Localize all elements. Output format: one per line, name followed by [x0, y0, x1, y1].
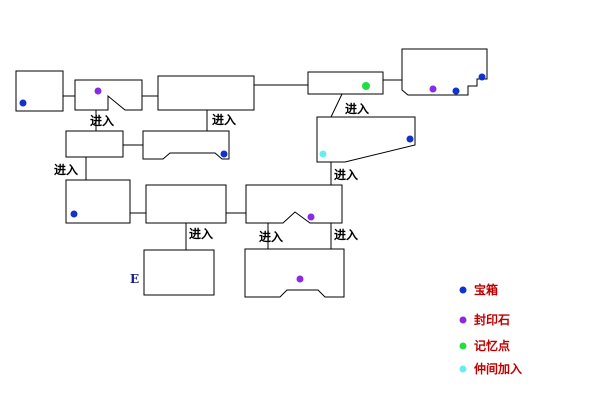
legend-label: 封印石 [474, 312, 510, 327]
enter-label: 进入 [212, 112, 236, 127]
exit-label: E [130, 272, 139, 286]
room [244, 248, 345, 298]
room [65, 130, 124, 158]
legend: 宝箱 封印石 记忆点 仲间加入 [459, 282, 522, 376]
room [65, 179, 131, 224]
room [15, 70, 64, 112]
enter-label: 进入 [189, 226, 213, 241]
legend-label: 记忆点 [474, 338, 510, 353]
enter-label: 进入 [334, 227, 358, 242]
room [157, 75, 255, 111]
seal-stone-marker [429, 85, 437, 93]
treasure-chest-marker [19, 99, 27, 107]
enter-label: 进入 [334, 167, 358, 182]
room [307, 71, 384, 95]
treasure-chest-icon [459, 286, 467, 294]
seal-stone-marker [296, 275, 304, 283]
room [145, 184, 227, 224]
enter-label: 进入 [345, 101, 369, 116]
corridor [330, 93, 343, 118]
legend-label: 宝箱 [474, 282, 498, 297]
treasure-chest-marker [452, 87, 460, 95]
seal-stone-icon [459, 316, 467, 324]
treasure-chest-marker [406, 135, 414, 143]
save-point-icon [459, 342, 467, 350]
room [316, 116, 416, 163]
seal-stone-marker [307, 213, 315, 221]
enter-label: 进入 [259, 229, 283, 244]
room [245, 184, 343, 224]
room [142, 130, 230, 160]
enter-label: 进入 [90, 113, 114, 128]
companion-join-marker [319, 150, 327, 158]
legend-label: 仲间加入 [474, 361, 522, 376]
save-point-marker [362, 82, 370, 90]
room [74, 79, 143, 111]
seal-stone-marker [94, 87, 102, 95]
companion-join-icon [459, 365, 467, 373]
room [401, 48, 488, 96]
treasure-chest-marker [220, 150, 228, 158]
treasure-chest-marker [70, 210, 78, 218]
enter-label: 进入 [54, 162, 78, 177]
room [143, 249, 215, 296]
treasure-chest-marker [478, 73, 486, 81]
